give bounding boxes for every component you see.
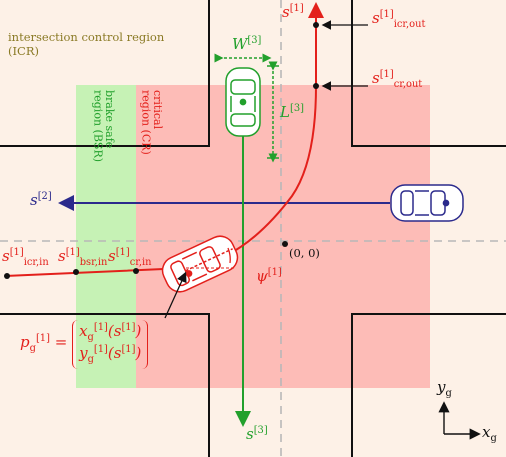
axes [438,401,481,440]
icr-in-label: s[1]icr,in [2,247,49,268]
length-label: L[3] [280,103,304,121]
s3-label: s[3] [246,425,268,443]
y-axis-label: yg [437,378,452,399]
bsr-in-label: s[1]bsr,in [58,247,108,268]
heading-angle-arc [227,247,231,264]
position-equation: pg[1] = xg[1](s[1]) yg[1](s[1]) [20,320,149,369]
key-points [4,22,319,279]
cr-in-label: s[1]cr,in [108,247,152,268]
position-pointer [164,271,187,319]
icr-out-label: s[1]icr,out [372,9,426,30]
width-label: W[3] [232,35,262,53]
cr-out-label: s[1]cr,out [372,69,423,90]
icr-label: intersection control region(ICR) [8,30,165,58]
position-vector: xg[1](s[1]) yg[1](s[1]) [72,320,149,369]
origin-label: (0, 0) [289,246,320,260]
vehicle-2-car [390,184,464,222]
x-axis-label: xg [482,423,497,444]
vehicle-3-car [225,67,261,137]
s1-label: s[1] [282,3,304,21]
heading-label: ψ[1] [256,267,282,285]
critical-region [136,85,430,388]
s2-label: s[2] [30,191,52,209]
brake-safe-region [76,85,136,388]
